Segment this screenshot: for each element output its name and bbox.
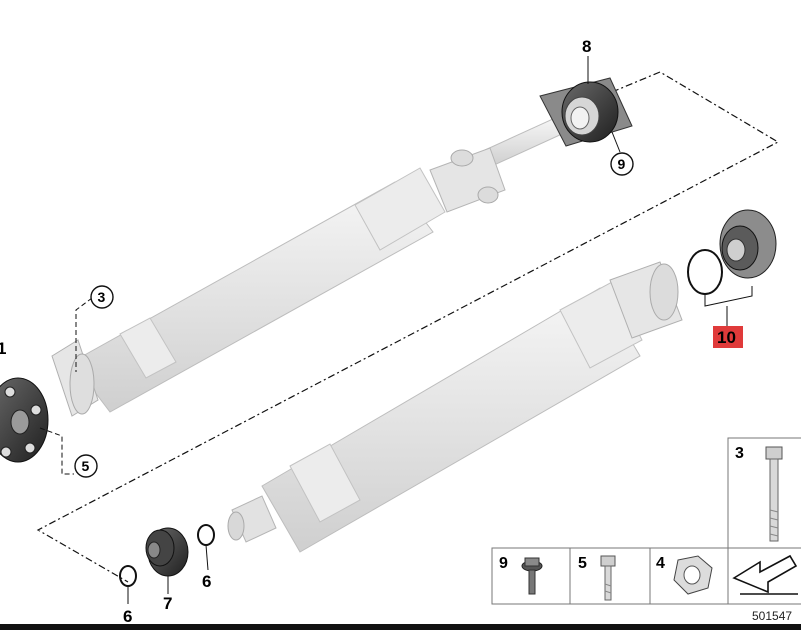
hex-nut-icon bbox=[673, 555, 713, 595]
callout-10: 10 bbox=[717, 328, 736, 347]
lower-drive-shaft bbox=[227, 261, 683, 553]
callout-7: 7 bbox=[163, 594, 172, 613]
bottom-border bbox=[0, 624, 801, 630]
callout-8: 8 bbox=[582, 37, 591, 56]
hardware-legend: 3 9 5 4 bbox=[491, 437, 801, 605]
rubber-boot bbox=[145, 527, 189, 577]
flexible-coupling bbox=[0, 377, 49, 463]
screw-washer-icon bbox=[521, 557, 543, 595]
legend-label-9: 9 bbox=[499, 555, 508, 572]
retaining-ring-left bbox=[119, 565, 137, 587]
callout-6-left: 6 bbox=[123, 607, 132, 626]
leader-lines bbox=[39, 56, 753, 604]
o-ring-10 bbox=[687, 249, 723, 295]
arrow-icon bbox=[732, 554, 798, 595]
legend-label-5: 5 bbox=[578, 555, 587, 572]
rear-flange bbox=[719, 209, 777, 279]
retaining-ring-right bbox=[197, 524, 215, 546]
callout-9: 9 bbox=[618, 156, 626, 172]
callout-9-circle: 9 bbox=[610, 152, 634, 176]
callout-5-circle: 5 bbox=[74, 454, 98, 478]
legend-label-3: 3 bbox=[735, 445, 744, 462]
long-bolt-icon bbox=[765, 446, 783, 542]
callout-10-highlight: 10 bbox=[713, 326, 743, 348]
legend-label-4: 4 bbox=[656, 555, 665, 572]
upper-drive-shaft bbox=[51, 117, 563, 417]
callout-5: 5 bbox=[82, 458, 90, 474]
assembly-dashed-outline bbox=[36, 71, 780, 583]
callout-1: 1 bbox=[0, 339, 6, 358]
center-support-bearing bbox=[539, 77, 633, 147]
diagram-id: 501547 bbox=[752, 609, 792, 623]
short-bolt-icon bbox=[600, 555, 616, 601]
callout-6-right: 6 bbox=[202, 572, 211, 591]
callout-3: 3 bbox=[98, 289, 106, 305]
callout-3-circle: 3 bbox=[90, 285, 114, 309]
